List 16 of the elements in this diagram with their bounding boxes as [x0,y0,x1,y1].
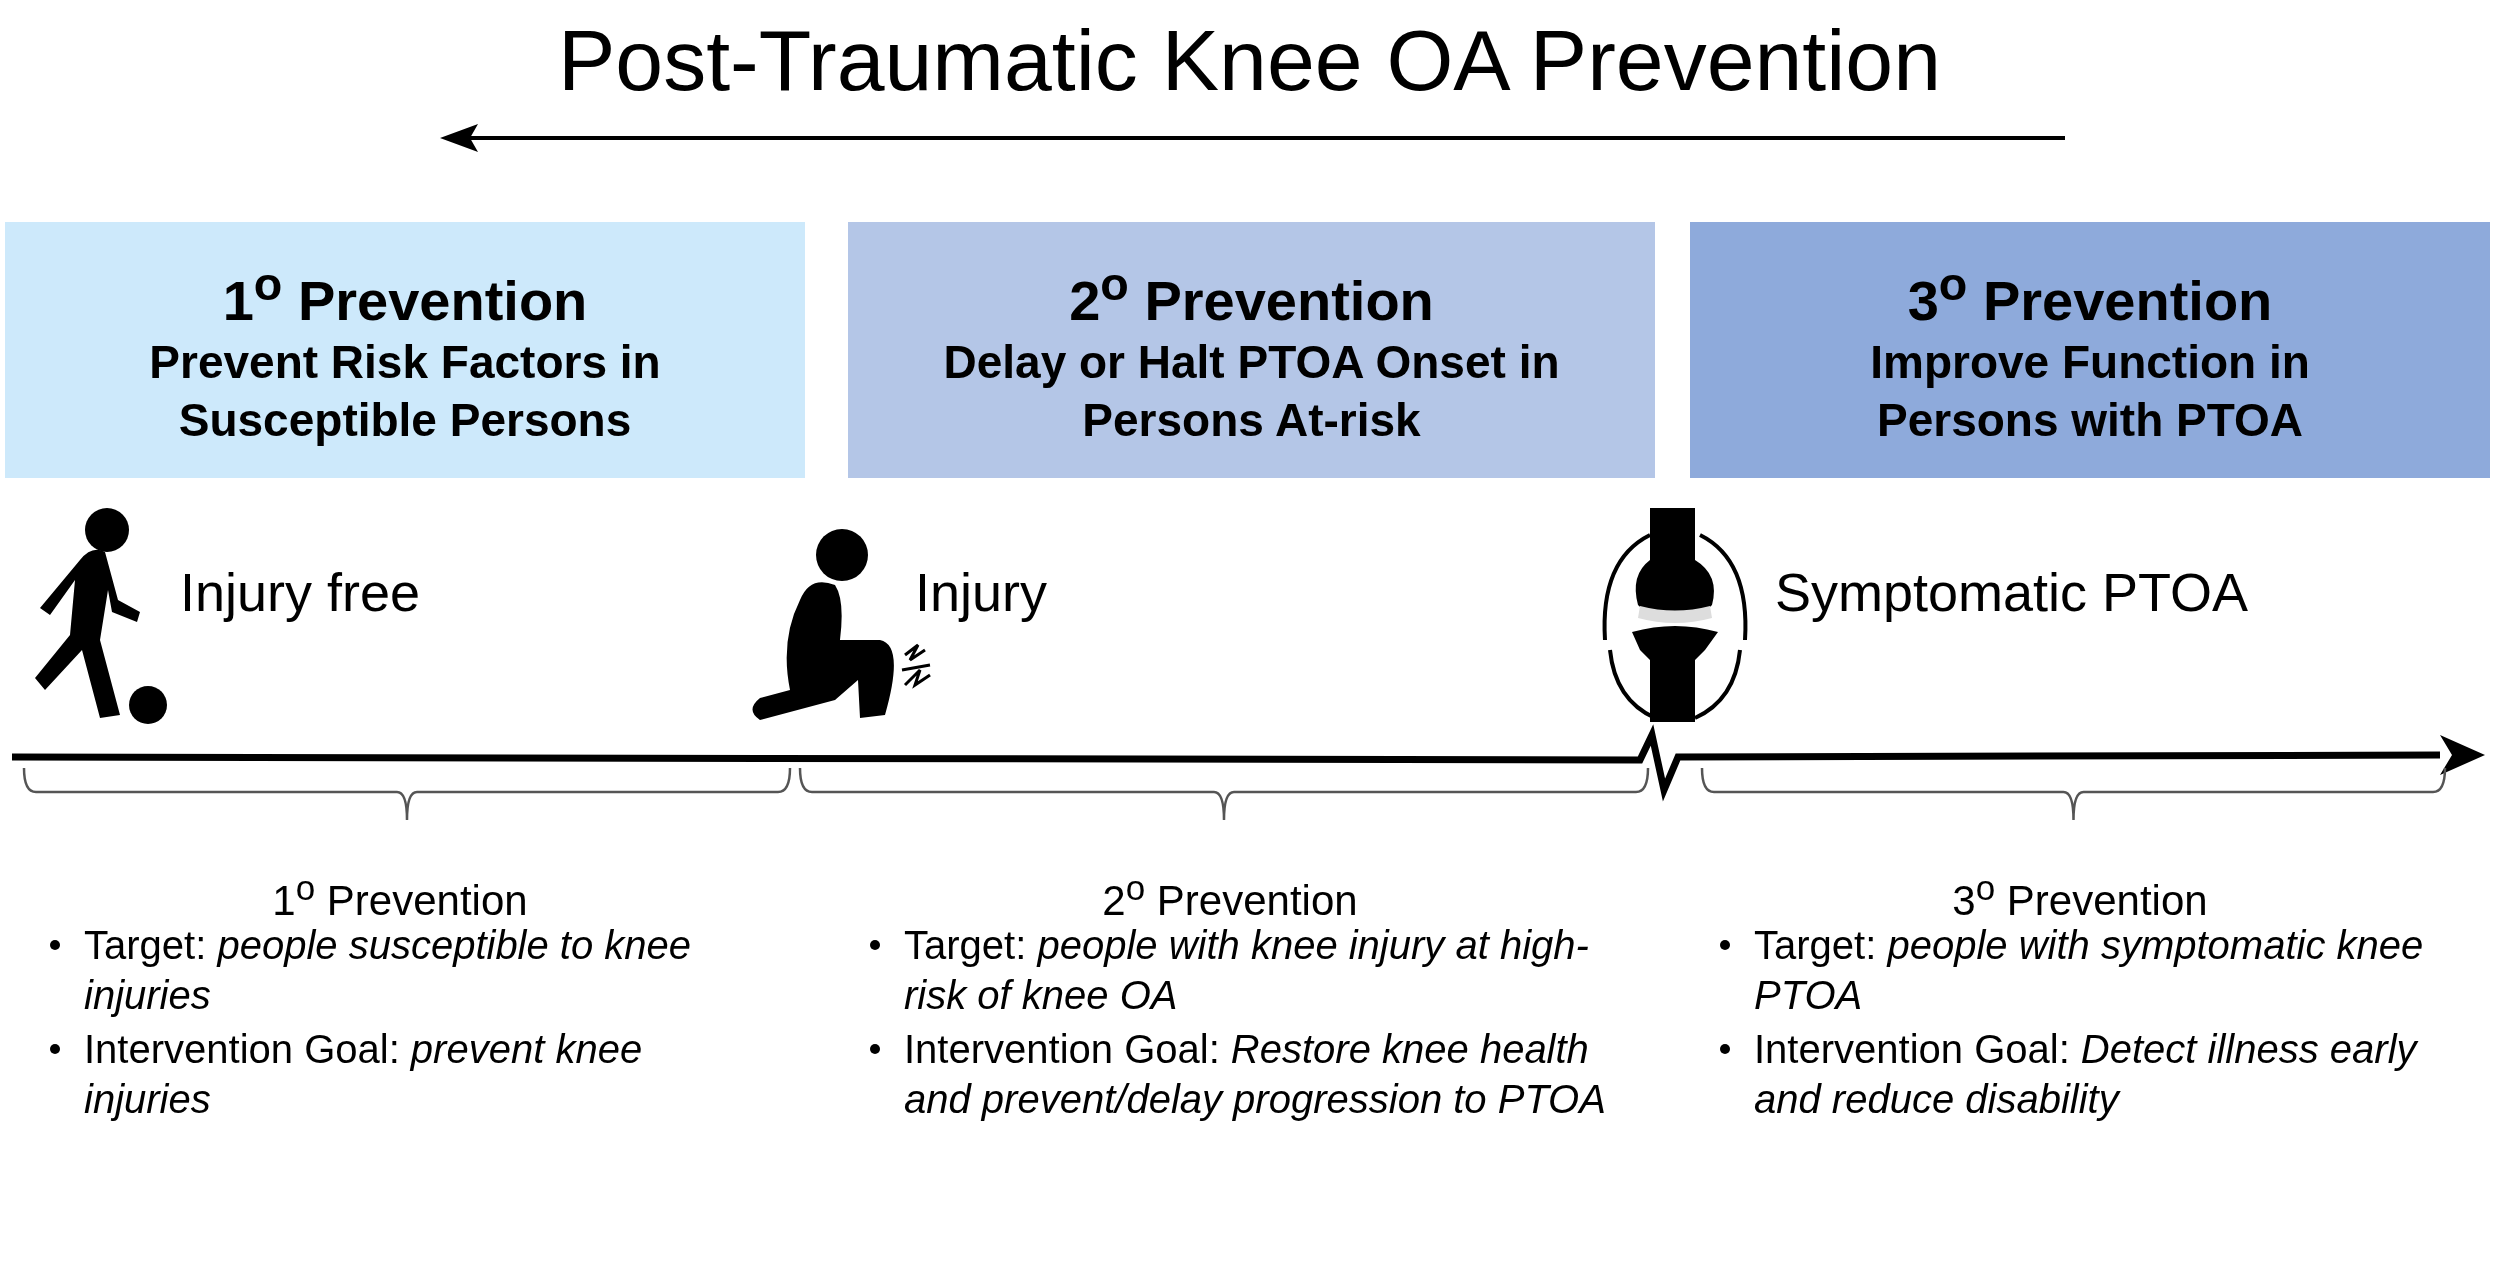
bullet-text: Intervention Goal: prevent knee injuries [84,1026,644,1123]
box-text: Improve Function in Persons with PTOA [1869,335,2311,449]
box-text: Delay or Halt PTOA Onset in Persons At-risk [942,335,1561,449]
bullet-text: Intervention Goal: Detect illness early and reduce disability [1754,1026,2420,1123]
prevention-box [5,222,805,478]
box-heading: 2$^{o}$ Prevention [1069,256,1434,334]
stage-label: Injury free [180,561,421,624]
stage-label: Injury [915,561,1048,624]
prevention-box [1690,222,2490,478]
bullet-text: Intervention Goal: Restore knee health and prevent/delay progression to PTOA [904,1026,1607,1123]
prevention-box [848,222,1655,478]
stage-label: Symptomatic PTOA [1775,561,2249,624]
box-text: Prevent Risk Factors in Susceptible Persons [148,335,662,449]
box-heading: 3$^{o}$ Prevention [1907,256,2273,334]
box-heading: 1$^{o}$ Prevention [222,256,588,334]
title: Post-Traumatic Knee OA Prevention [557,11,1942,110]
